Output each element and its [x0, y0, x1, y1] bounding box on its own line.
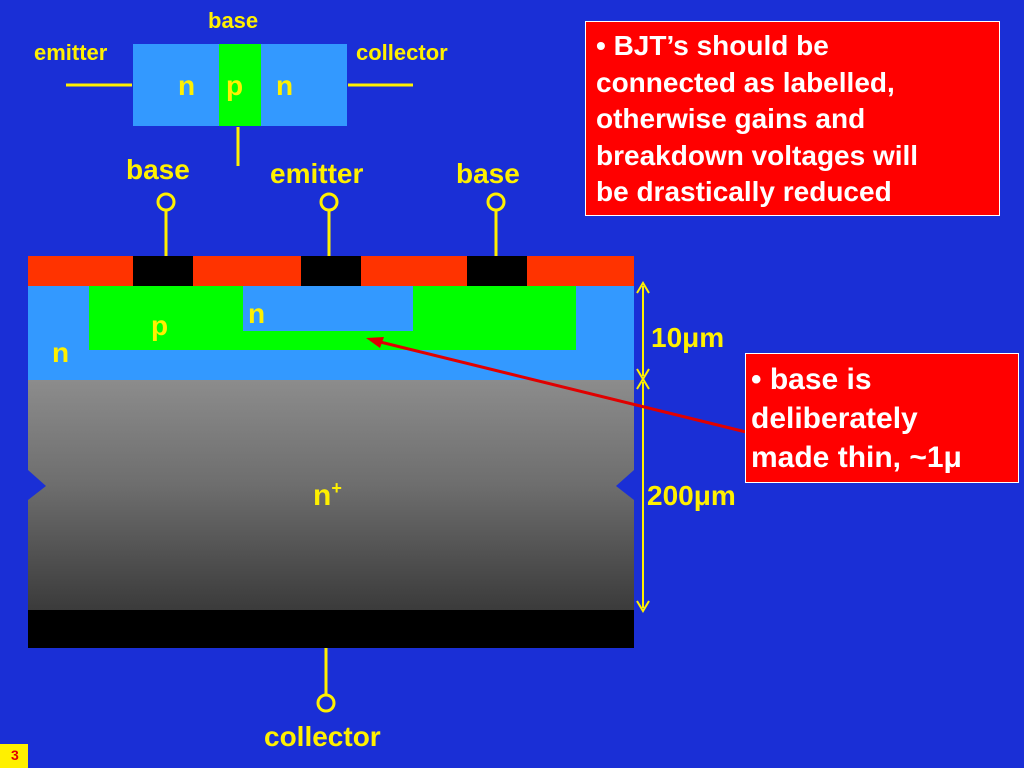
connection-note-line: otherwise gains and	[596, 103, 866, 134]
base-note-line: made thin, ~1μ	[751, 441, 962, 474]
substrate-thickness-label: 200μm	[647, 480, 736, 511]
n-plus-substrate	[28, 380, 634, 612]
collector-metal-contact	[28, 610, 634, 648]
connection-note: • BJT’s should be connected as labelled,…	[585, 21, 1000, 216]
n-emitter-region	[243, 286, 413, 331]
base-right-label: base	[456, 158, 520, 189]
base-note-line: • base is	[751, 363, 872, 396]
n-plus-label: n+	[313, 478, 342, 513]
emitter-terminal	[319, 192, 339, 212]
connection-note-line: connected as labelled,	[596, 66, 895, 98]
schematic-base-label: base	[208, 8, 259, 33]
base-left-label: base	[126, 154, 190, 185]
emitter-contact	[301, 256, 361, 286]
n-emitter-label: n	[248, 298, 266, 329]
base-thickness-arrow	[371, 338, 747, 434]
schematic-base-layer	[219, 44, 261, 126]
n-epi-label: n	[52, 337, 70, 368]
schematic-collector-n-label: n	[276, 70, 294, 101]
base-thickness-arrowhead	[366, 337, 384, 348]
base-right-contact	[467, 256, 527, 286]
base-left-terminal	[156, 192, 176, 212]
slide-number-badge: 3	[0, 744, 28, 768]
schematic-collector-label: collector	[356, 40, 448, 65]
epi-thickness-label: 10μm	[651, 322, 725, 353]
base-thin-note: • base is deliberately made thin, ~1μ	[745, 353, 1019, 483]
schematic-emitter-label: emitter	[34, 40, 108, 65]
emitter-label: emitter	[270, 158, 364, 189]
n-plus-main: n	[313, 479, 332, 512]
slide-number: 3	[11, 747, 19, 763]
connection-note-line: be drastically reduced	[596, 176, 892, 207]
base-left-contact	[133, 256, 193, 286]
base-right-terminal	[486, 192, 506, 212]
schematic-base-p-label: p	[226, 70, 244, 101]
collector-terminal	[316, 693, 336, 713]
p-region-label: p	[151, 310, 169, 341]
connection-note-line: • BJT’s should be	[596, 30, 829, 61]
schematic-emitter-n-label: n	[178, 70, 196, 101]
break-mark-left	[10, 470, 46, 500]
connection-note-line: breakdown voltages will	[596, 139, 919, 171]
n-plus-sup: +	[331, 478, 342, 498]
collector-label: collector	[264, 721, 381, 752]
base-note-line: deliberately	[751, 402, 918, 435]
